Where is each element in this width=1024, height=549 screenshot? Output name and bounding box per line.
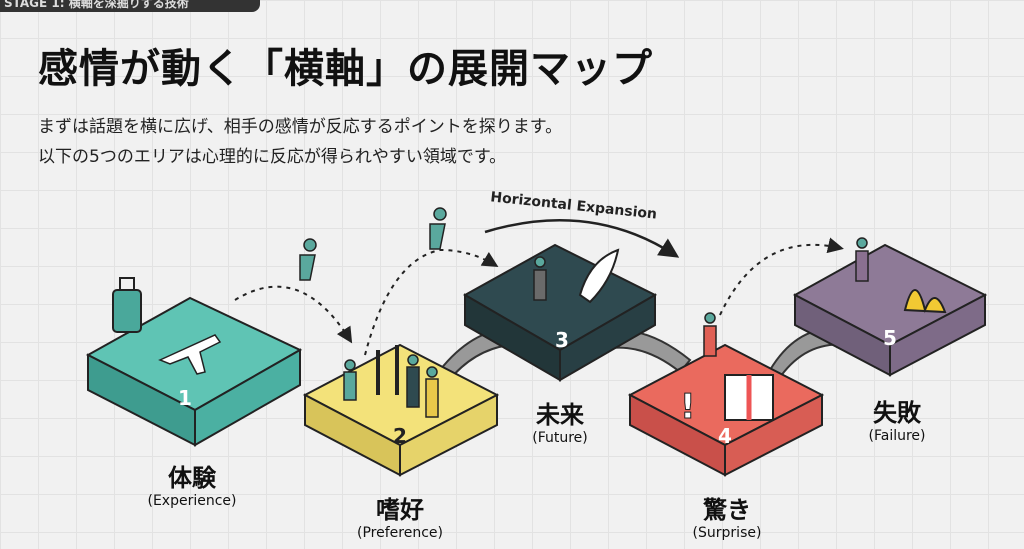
- exclamation-icon: !: [680, 387, 696, 427]
- jump-path: [234, 237, 844, 356]
- horizontal-arrow: [484, 219, 680, 258]
- area-jp: 未来: [535, 401, 584, 429]
- area-en: (Surprise): [692, 525, 762, 541]
- stage-tab: STAGE 1: 横軸を深掘りする技術: [0, 0, 260, 12]
- banana-peel-icon: [903, 289, 947, 314]
- area-jp: 嗜好: [376, 496, 424, 524]
- platform-2: [302, 343, 500, 477]
- platform-5: [792, 243, 988, 377]
- page-title: 感情が動く「横軸」の展開マップ: [38, 46, 653, 92]
- area-number: 3: [555, 328, 569, 352]
- suitcase-icon: [112, 277, 142, 333]
- area-label-preference: 嗜好(Preference): [357, 490, 443, 541]
- airplane-icon: [158, 334, 222, 375]
- area-number: 2: [393, 424, 407, 448]
- gift-box-icon: [724, 374, 774, 421]
- subtitle-line: 以下の5つのエリアは心理的に反応が得られやすい領域です。: [38, 147, 507, 167]
- area-label-surprise: 驚き(Surprise): [693, 490, 762, 541]
- area-label-future: 未来(Future): [532, 395, 588, 446]
- area-number: 1: [178, 386, 192, 410]
- area-number: 4: [718, 424, 732, 448]
- area-label-failure: 失敗(Failure): [869, 393, 926, 444]
- area-en: (Failure): [868, 428, 926, 444]
- subtitle-line: まずは話題を横に広げ、相手の感情が反応するポイントを探ります。: [38, 117, 563, 137]
- area-jp: 驚き: [702, 496, 751, 524]
- area-en: (Future): [532, 430, 588, 446]
- area-en: (Preference): [357, 525, 443, 541]
- area-jp: 体験: [168, 464, 216, 492]
- subtitle: まずは話題を横に広げ、相手の感情が反応するポイントを探ります。 以下の5つのエリ…: [38, 112, 562, 172]
- area-number: 5: [883, 326, 897, 350]
- area-jp: 失敗: [872, 399, 921, 427]
- rocket-icon: [578, 248, 620, 304]
- area-en: (Experience): [147, 493, 237, 509]
- person-icon: [299, 207, 869, 418]
- area-label-experience: 体験(Experience): [148, 458, 237, 509]
- fork-knife-icon: [376, 345, 399, 395]
